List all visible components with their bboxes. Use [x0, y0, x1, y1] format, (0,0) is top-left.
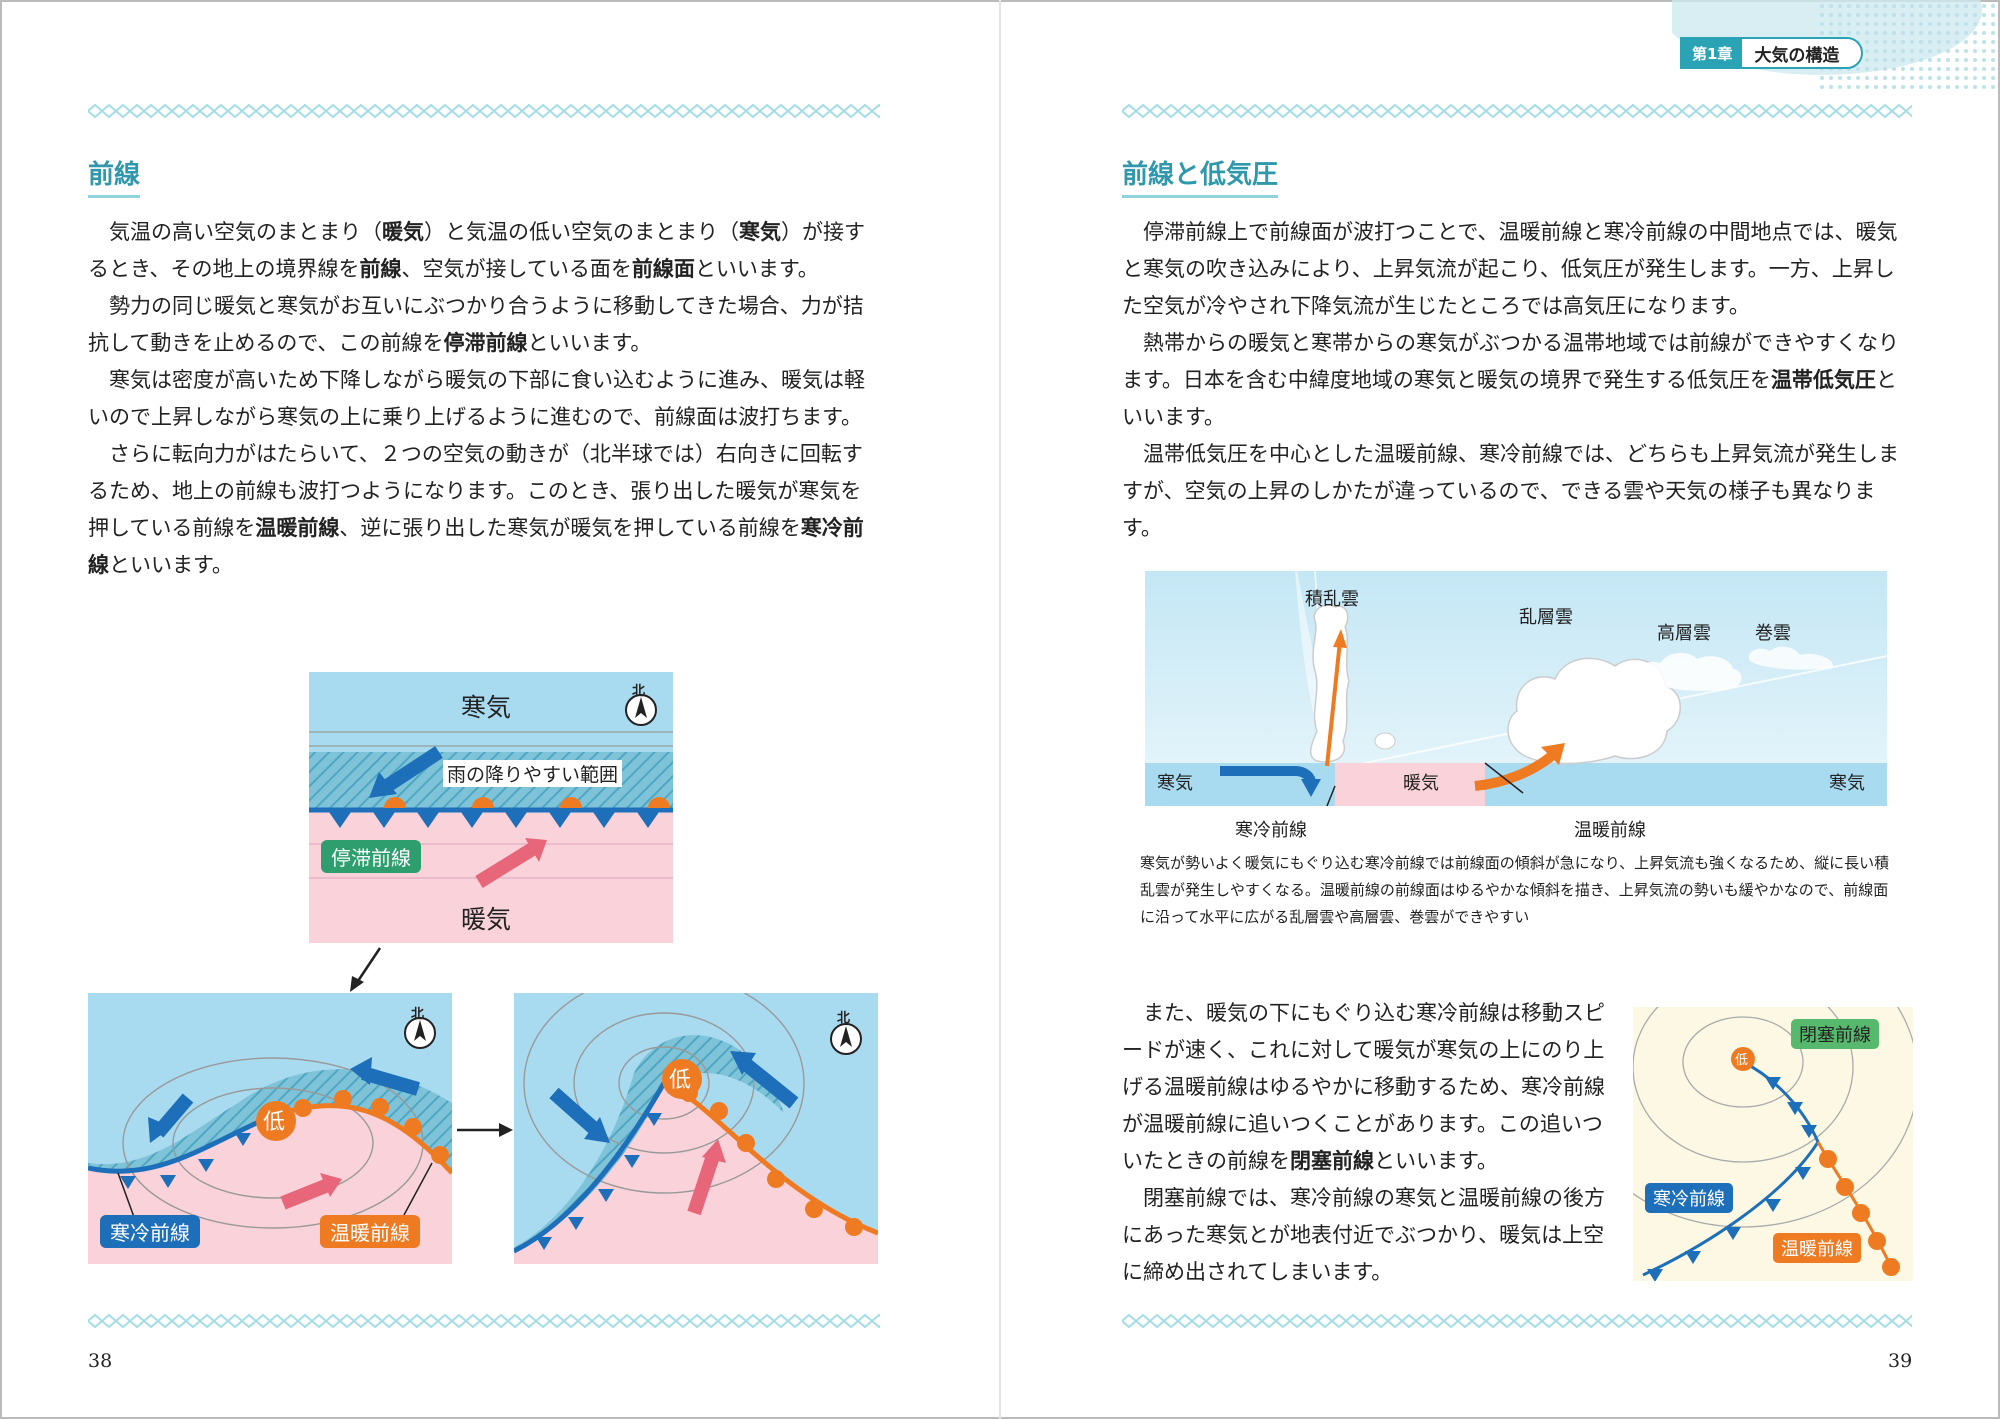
text-run: といいます。	[1374, 1149, 1498, 1173]
text-run: また、暖気の下にもぐり込む寒冷前線は移動スピードが速く、これに対して暖気が寒気の…	[1122, 1001, 1605, 1173]
bold-term: 前線	[359, 257, 402, 281]
text-run: 停滞前線上で前線面が波打つことで、温暖前線と寒冷前線の中間地点では、暖気と寒気の…	[1122, 220, 1898, 318]
paragraph: また、暖気の下にもぐり込む寒冷前線は移動スピードが速く、これに対して暖気が寒気の…	[1122, 995, 1610, 1180]
warm-front-label: 温暖前線	[1773, 1233, 1861, 1263]
book-gutter	[999, 0, 1001, 1419]
warm-front-label: 温暖前線	[320, 1215, 420, 1248]
occluding-front-figure: 低 北	[514, 993, 878, 1264]
occluded-front-label: 閉塞前線	[1791, 1019, 1879, 1049]
text-run: 温帯低気圧を中心とした温暖前線、寒冷前線では、どちらも上昇気流が発生しますが、空…	[1122, 442, 1899, 540]
chapter-tab: 第1章 大気の構造	[1680, 37, 1864, 69]
low-pressure-label: 低	[669, 1068, 692, 1093]
paragraph: 寒気は密度が高いため下降しながら暖気の下部に食い込むように進み、暖気は軽いので上…	[88, 362, 880, 436]
text-run: ）が接するとき、その地上の境界線を	[88, 220, 865, 281]
cold-front-label: 寒冷前線	[100, 1215, 200, 1248]
nimbostratus-label: 乱層雲	[1519, 607, 1573, 628]
text-run: 熱帯からの暖気と寒帯からの寒気がぶつかる温帯地域では前線ができやすくなります。日…	[1122, 331, 1899, 392]
cold-air-label: 寒気	[461, 693, 512, 722]
stationary-front-figure: 寒気 北 雨の降りやすい範囲 停滞前線 暖気	[309, 672, 673, 943]
text-run: といいます。	[694, 257, 819, 281]
text-run: といいます。	[1122, 368, 1897, 429]
text-run: さらに転向力がはたらいて、２つの空気の動きが（北半球では）右向きに回転するため、…	[88, 442, 863, 540]
right-page: 前線と低気圧 停滞前線上で前線面が波打つことで、温暖前線と寒冷前線の中間地点では…	[1000, 0, 2000, 1419]
page-heading: 前線と低気圧	[1122, 160, 1279, 199]
text-run: 閉塞前線では、寒冷前線の寒気と温暖前線の後方にあった寒気とが地表付近でぶつかり、…	[1122, 1186, 1605, 1284]
paragraph: 温帯低気圧を中心とした温暖前線、寒冷前線では、どちらも上昇気流が発生しますが、空…	[1122, 436, 1912, 547]
warm-front-label: 温暖前線	[1574, 820, 1646, 841]
cirrus-label: 巻雲	[1755, 623, 1791, 644]
north-label: 北	[632, 684, 646, 699]
chapter-title: 大気の構造	[1754, 45, 1840, 66]
wave-front-figure: 低 北 寒冷前線 温暖前線	[88, 993, 452, 1264]
paragraph: 熱帯からの暖気と寒帯からの寒気がぶつかる温帯地域では前線ができやすくなります。日…	[1122, 325, 1912, 436]
bold-term: 停滞前線	[443, 331, 528, 355]
wave-divider-top	[1122, 104, 1912, 118]
paragraph: 停滞前線上で前線面が波打つことで、温暖前線と寒冷前線の中間地点では、暖気と寒気の…	[1122, 214, 1912, 325]
low-pressure-label: 低	[1735, 1053, 1749, 1068]
text-run: ）と気温の低い空気のまとまり（	[424, 220, 739, 244]
cumulonimbus-label: 積乱雲	[1305, 589, 1359, 610]
stationary-front-label: 停滞前線	[321, 840, 421, 873]
right-body-text-2: また、暖気の下にもぐり込む寒冷前線は移動スピードが速く、これに対して暖気が寒気の…	[1122, 995, 1610, 1291]
page-heading: 前線	[88, 160, 141, 199]
page-number: 39	[1888, 1350, 1913, 1372]
text-run: 、空気が接している面を	[401, 257, 632, 281]
transition-arrow-down	[350, 947, 382, 992]
occluded-front-figure: 低 閉塞前線 寒冷前線 温暖前線	[1633, 1007, 1913, 1281]
wave-divider-bottom	[88, 1314, 880, 1328]
text-run: 、逆に張り出した寒気が暖気を押している前線を	[339, 516, 801, 540]
text-run: 寒気は密度が高いため下降しながら暖気の下部に食い込むように進み、暖気は軽いので上…	[88, 368, 865, 429]
paragraph: さらに転向力がはたらいて、２つの空気の動きが（北半球では）右向きに回転するため、…	[88, 436, 880, 584]
warm-air-label: 暖気	[1403, 773, 1439, 794]
transition-arrow-right	[457, 1123, 513, 1137]
cold-air-right-label: 寒気	[1829, 773, 1865, 794]
warm-air-label: 暖気	[461, 905, 512, 934]
figure-caption: 寒気が勢いよく暖気にもぐり込む寒冷前線では前線面の傾斜が急になり、上昇気流も強く…	[1140, 854, 1890, 926]
rain-area-label: 雨の降りやすい範囲	[443, 760, 623, 787]
bold-term: 寒気	[739, 220, 781, 244]
text-run: といいます。	[109, 553, 233, 577]
front-cross-section-figure: 積乱雲 乱層雲 高層雲 巻雲 寒気 暖気 寒気	[1145, 571, 1887, 806]
wave-divider-bottom	[1122, 1314, 1912, 1328]
text-run: 気温の高い空気のまとまり（	[109, 220, 382, 244]
wave-divider-top	[88, 104, 880, 118]
bold-term: 暖気	[382, 220, 424, 244]
north-label: 北	[411, 1007, 425, 1022]
cold-air-left-label: 寒気	[1157, 773, 1193, 794]
chapter-number: 第1章	[1682, 39, 1743, 67]
north-label: 北	[837, 1011, 851, 1026]
cold-front-label: 寒冷前線	[1235, 820, 1307, 841]
left-page: 前線 気温の高い空気のまとまり（暖気）と気温の低い空気のまとまり（寒気）が接する…	[88, 104, 880, 1372]
text-run: といいます。	[527, 331, 652, 355]
paragraph: 気温の高い空気のまとまり（暖気）と気温の低い空気のまとまり（寒気）が接するとき、…	[88, 214, 880, 288]
low-pressure-label: 低	[263, 1110, 286, 1135]
bold-term: 前線面	[631, 257, 695, 281]
paragraph: 勢力の同じ暖気と寒気がお互いにぶつかり合うように移動してきた場合、力が拮抗して動…	[88, 288, 880, 362]
text-run: 勢力の同じ暖気と寒気がお互いにぶつかり合うように移動してきた場合、力が拮抗して動…	[88, 294, 864, 355]
altostratus-label: 高層雲	[1657, 623, 1711, 644]
cold-front-label: 寒冷前線	[1645, 1183, 1733, 1213]
right-body-text: 停滞前線上で前線面が波打つことで、温暖前線と寒冷前線の中間地点では、暖気と寒気の…	[1122, 214, 1912, 547]
paragraph: 閉塞前線では、寒冷前線の寒気と温暖前線の後方にあった寒気とが地表付近でぶつかり、…	[1122, 1180, 1610, 1291]
bold-term: 閉塞前線	[1290, 1149, 1374, 1173]
left-body-text: 気温の高い空気のまとまり（暖気）と気温の低い空気のまとまり（寒気）が接するとき、…	[88, 214, 880, 584]
bold-term: 寒冷前線	[88, 516, 864, 577]
bold-term: 温帯低気圧	[1770, 368, 1876, 392]
bold-term: 温暖前線	[255, 516, 340, 540]
page-number: 38	[88, 1350, 113, 1372]
